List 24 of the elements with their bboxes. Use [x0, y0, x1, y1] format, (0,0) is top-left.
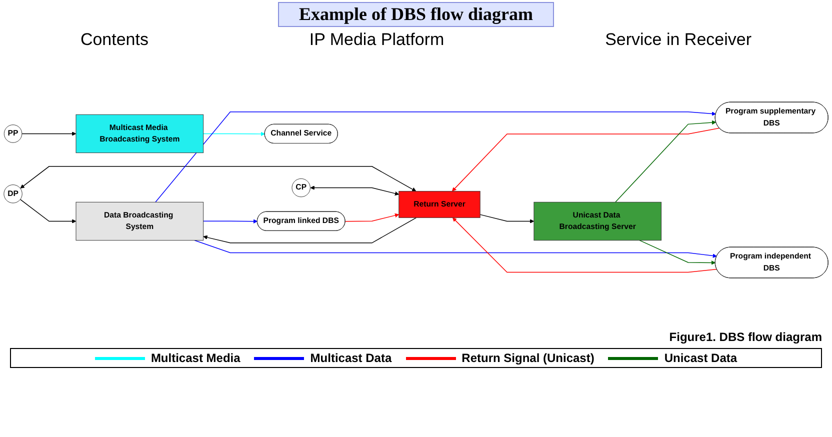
diagram-title: Example of DBS flow diagram: [278, 2, 554, 27]
column-heading: IP Media Platform: [309, 30, 444, 50]
arrow: [155, 112, 716, 203]
arrow: [344, 213, 400, 222]
arrow: [480, 214, 534, 224]
arrow: [202, 219, 258, 224]
arrow: [22, 132, 76, 136]
arrow: [194, 240, 717, 258]
legend-label: Unicast Data: [664, 351, 738, 365]
legend-label: Multicast Data: [310, 351, 392, 365]
arrow: [20, 199, 76, 224]
arrow: [639, 240, 716, 265]
arrow: [203, 217, 417, 244]
arrow: [615, 120, 716, 203]
arrow: [452, 128, 720, 192]
column-heading: Contents: [80, 30, 148, 50]
arrow: [310, 186, 400, 196]
figure-caption: Figure1. DBS flow diagram: [668, 330, 823, 344]
legend-label: Multicast Media: [150, 351, 240, 365]
arrow: [202, 132, 265, 136]
arrow: [452, 217, 718, 273]
arrow: [20, 166, 416, 192]
legend-label: Return Signal (Unicast): [462, 351, 594, 365]
column-heading: Service in Receiver: [605, 30, 752, 50]
